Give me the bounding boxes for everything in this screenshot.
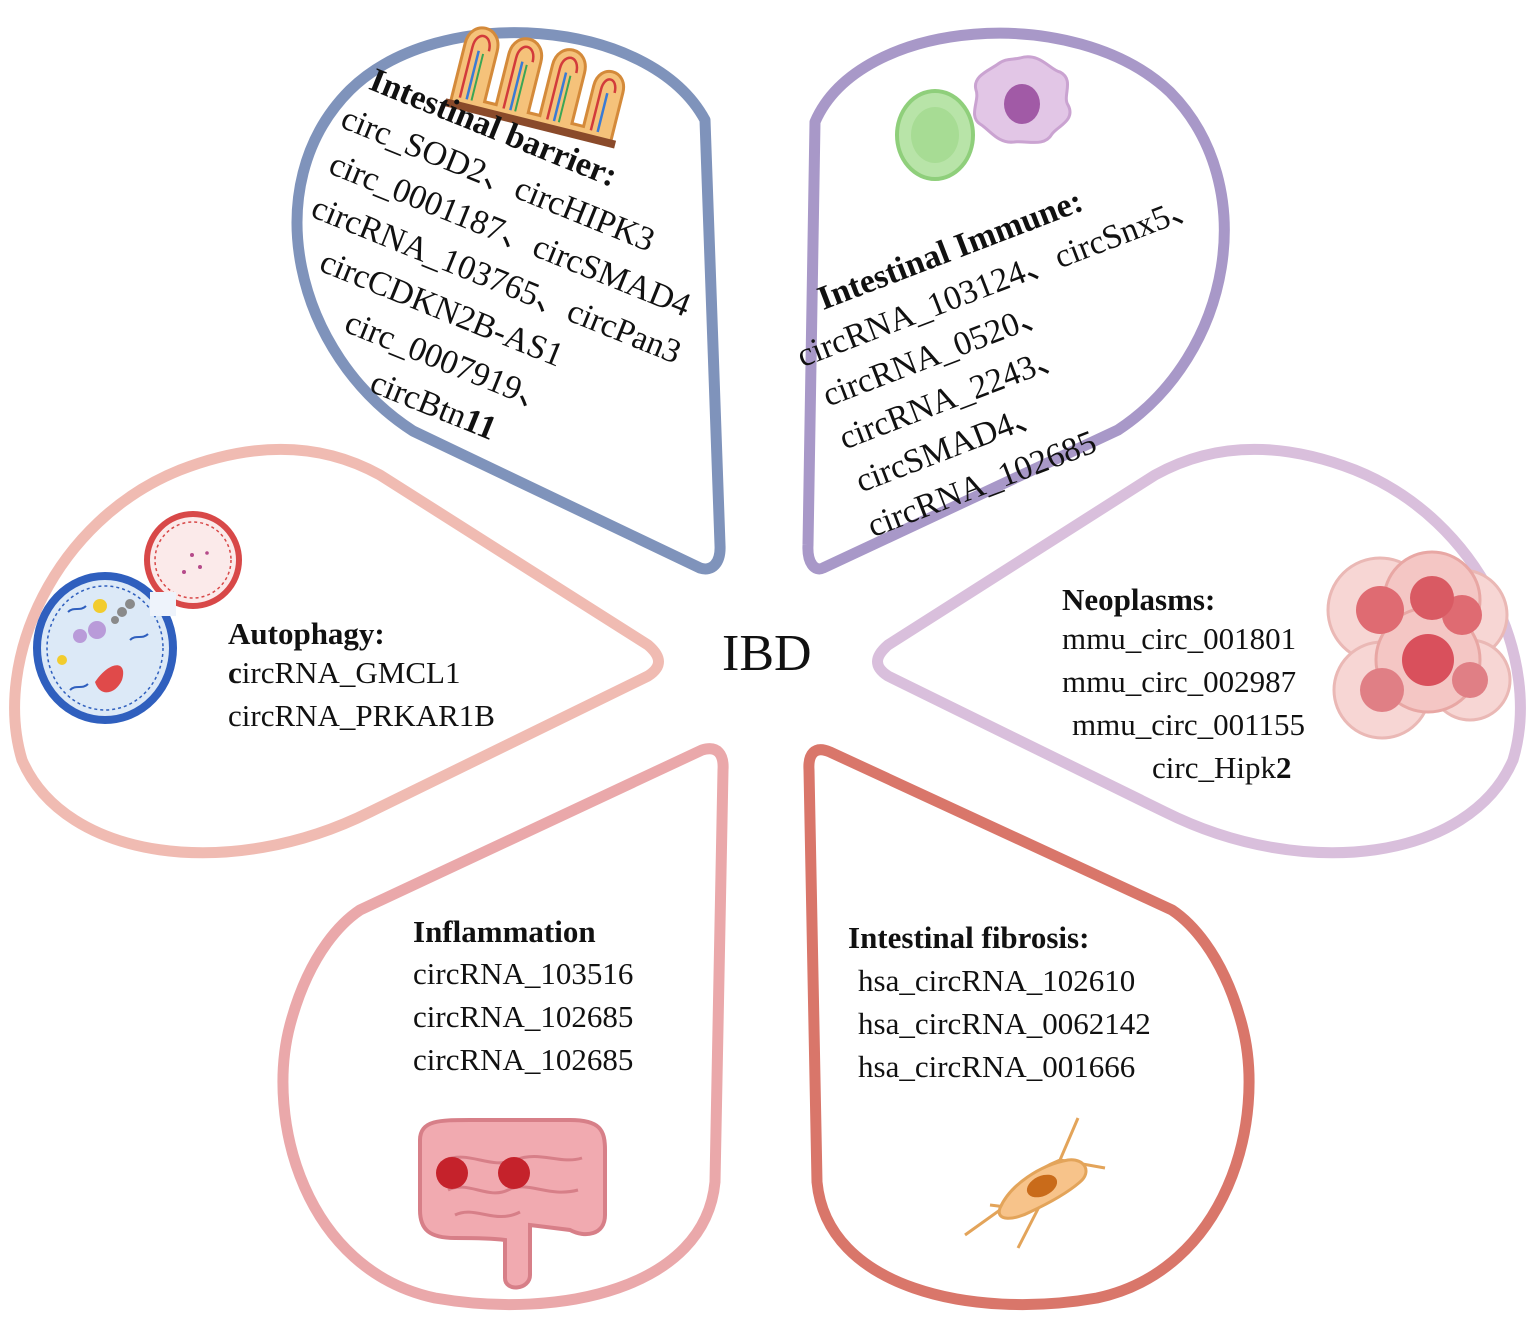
neoplasms-line-4: circ_Hipk2	[1152, 750, 1292, 785]
autophagy-petal-outline	[9, 443, 664, 859]
neoplasms-line-3: mmu_circ_001155	[1072, 707, 1306, 742]
neoplasms-title: Neoplasms:	[1062, 582, 1216, 617]
immune-cells-icon	[895, 55, 1072, 181]
inflammation-title: Inflammation	[413, 914, 596, 949]
center-label: IBD	[722, 625, 812, 682]
fibrosis-line-1: hsa_circRNA_102610	[858, 963, 1136, 998]
neoplasms-petal-outline	[872, 443, 1526, 859]
autophagy-line-2: circRNA_PRKAR1B	[228, 698, 495, 733]
barrier-petal-outline	[291, 27, 726, 575]
inflammation-line-3: circRNA_102685	[413, 1042, 634, 1077]
fibrosis-petal-outline	[803, 744, 1255, 1311]
inflammation-line-1: circRNA_103516	[413, 956, 634, 991]
fibrosis-title: Intestinal fibrosis:	[848, 920, 1090, 955]
autophagy-title: Autophagy:	[228, 616, 385, 651]
fibrosis-line-2: hsa_circRNA_0062142	[858, 1006, 1151, 1041]
inflammation-petal-outline	[277, 743, 729, 1311]
neoplasms-line-2: mmu_circ_002987	[1062, 664, 1297, 699]
intestinal-villi-icon	[444, 26, 626, 149]
autophagy-line-1: circRNA_GMCL1	[228, 655, 461, 690]
fibrosis-line-3: hsa_circRNA_001666	[858, 1049, 1136, 1084]
neoplasms-line-1: mmu_circ_001801	[1062, 621, 1297, 656]
inflammation-line-2: circRNA_102685	[413, 999, 634, 1034]
autophagy-cell-icon	[33, 511, 242, 724]
fibroblast-icon	[964, 1117, 1106, 1249]
immune-petal-outline	[802, 27, 1230, 575]
tumor-cluster-icon	[1326, 550, 1512, 740]
colon-icon	[418, 1118, 607, 1290]
